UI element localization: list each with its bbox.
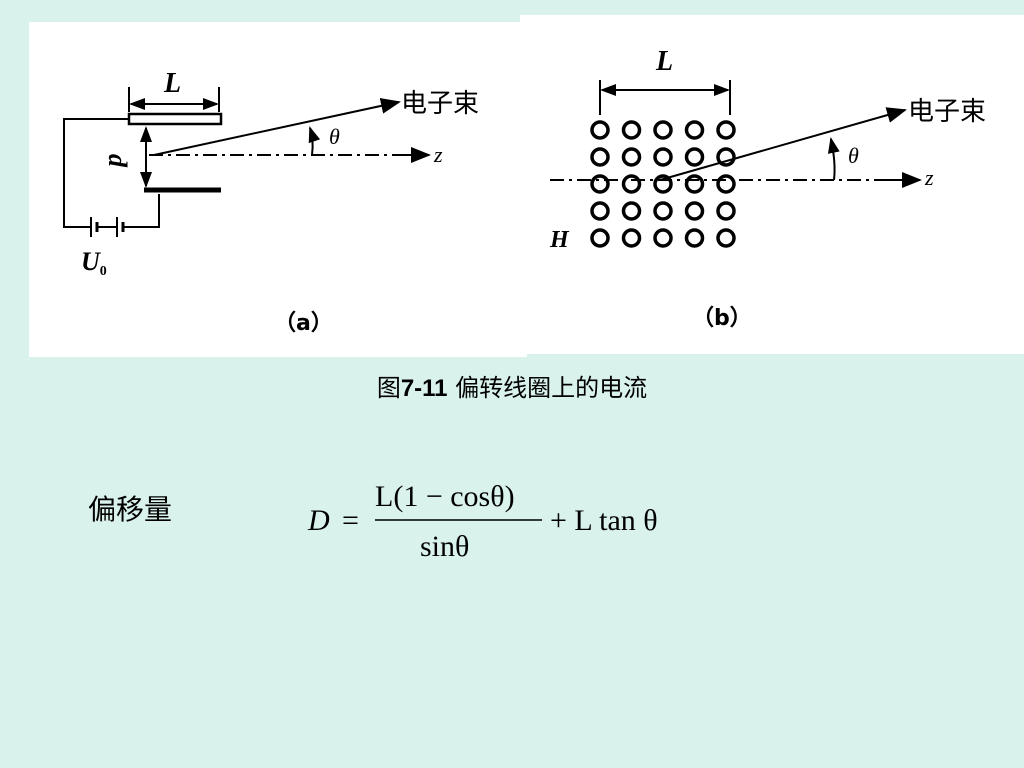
coil-circle (653, 147, 673, 167)
top-plate (127, 112, 223, 126)
coil-circle (621, 120, 642, 140)
formula-lhs: D (307, 504, 330, 537)
coil-circle (621, 201, 642, 221)
gap-dimension: d (103, 126, 152, 188)
caption-prefix: 图 (376, 374, 401, 402)
figure-b-panel: L H z 电子束 θ （b） (520, 15, 1024, 354)
coil-circle (716, 228, 736, 248)
battery (79, 217, 129, 237)
figure-a-diagram: L d U0 z 电子束 (63, 68, 479, 336)
gap-label: d (103, 154, 132, 168)
circuit-wires (63, 118, 160, 228)
coil-circle (653, 228, 673, 248)
coil-circle (684, 201, 705, 221)
figure-a-panel: L d U0 z 电子束 (29, 22, 527, 357)
magnetic-field-coils (590, 120, 736, 248)
coil-circle (653, 201, 673, 221)
coil-circle (684, 120, 705, 140)
coil-circle (684, 174, 705, 194)
formula-equals: = (342, 504, 359, 537)
electron-beam-label-b: 电子束 (908, 97, 986, 127)
figure-b-diagram: L H z 电子束 θ （b） (549, 46, 986, 331)
angle-label-b: θ (848, 143, 859, 168)
coil-circle (590, 228, 610, 248)
coil-circle (590, 201, 610, 221)
coil-circle (590, 147, 610, 167)
length-dimension-b: L (599, 46, 731, 115)
angle-label: θ (329, 124, 340, 149)
formula-plus-term: + L tan θ (550, 504, 658, 537)
coil-circle (590, 174, 610, 194)
formula-numerator: L(1 − cosθ) (375, 480, 515, 513)
angle-arc-b (827, 137, 840, 181)
figure-caption: 图7-11 偏转线圈上的电流 (0, 368, 1024, 403)
coil-circle (684, 147, 705, 167)
offset-label: 偏移量 (88, 493, 173, 526)
length-label: L (163, 68, 181, 99)
field-label: H (549, 227, 570, 253)
caption-number: 7-11 (400, 375, 448, 402)
electron-beam (153, 97, 401, 156)
coil-circle (621, 228, 642, 248)
coil-circle (653, 120, 673, 140)
coil-circle (716, 201, 736, 221)
formula-denominator: sinθ (420, 530, 469, 563)
z-axis-label-b: z (924, 165, 934, 190)
coil-circle (716, 174, 736, 194)
angle-arc (308, 126, 321, 156)
z-axis-label: z (433, 142, 443, 167)
coil-circle (621, 174, 642, 194)
sub-caption-a: （a） (274, 311, 333, 336)
electron-beam-label: 电子束 (401, 89, 479, 119)
electron-beam-b (659, 107, 907, 181)
offset-formula: D = L(1 − cosθ) sinθ + L tan θ (300, 470, 700, 570)
length-dimension: L (128, 68, 220, 112)
sub-caption-b: （b） (692, 306, 752, 331)
coil-circle (590, 120, 610, 140)
coil-circle (621, 147, 642, 167)
voltage-label: U0 (81, 247, 107, 279)
caption-text: 偏转线圈上的电流 (447, 374, 648, 402)
coil-circle (716, 120, 736, 140)
coil-circle (684, 228, 705, 248)
formula-svg: D = L(1 − cosθ) sinθ + L tan θ (307, 480, 658, 563)
length-label-b: L (655, 46, 673, 77)
